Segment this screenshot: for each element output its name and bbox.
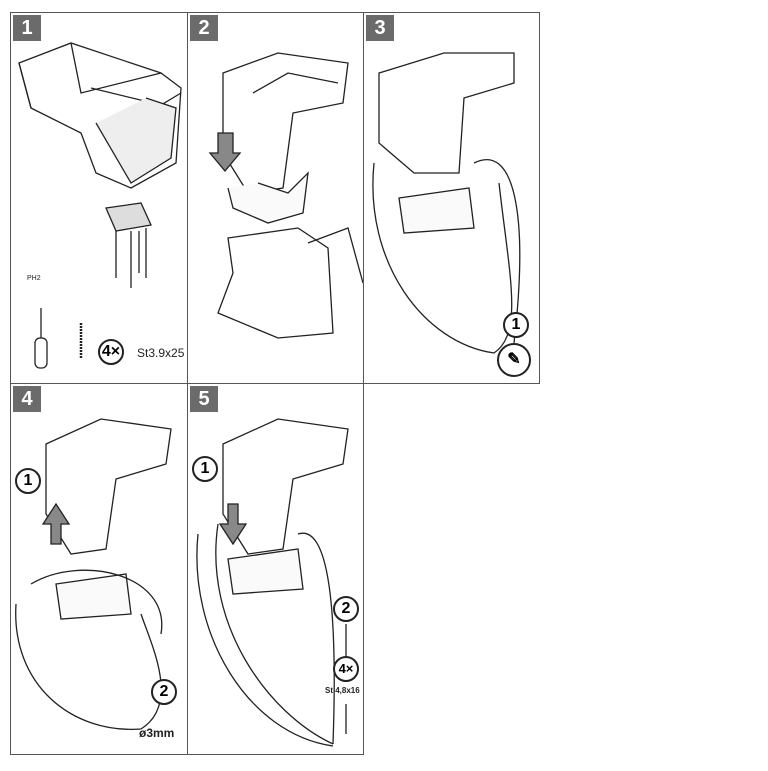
- armrest-mounting-illustration: [18, 42, 182, 369]
- callout-1: 1: [503, 312, 529, 338]
- quantity-badge: 4×: [333, 656, 359, 682]
- step-number: 5: [190, 386, 218, 412]
- screw-spec: St3.9x25: [137, 346, 185, 360]
- tool-label: PH2: [27, 275, 41, 282]
- step-number: 4: [13, 386, 41, 412]
- step-3-panel: 3 1 ✎: [363, 12, 540, 384]
- armrest-lift-illustration: [15, 418, 172, 730]
- quantity-badge: 4×: [98, 339, 124, 365]
- drill-spec: ø3mm: [139, 726, 175, 740]
- drill-icon: ✎: [497, 343, 531, 377]
- armrest-lowering-illustration: [208, 52, 364, 339]
- armrest-final-screw-illustration: [196, 418, 349, 747]
- step-2-panel: 2: [187, 12, 364, 384]
- step-1-panel: 1 PH2 4× St3.9x25: [10, 12, 188, 384]
- callout-2: 2: [333, 596, 359, 622]
- step-number: 2: [190, 15, 218, 41]
- callout-1: 1: [15, 468, 41, 494]
- step-5-panel: 5 1 2 4× St 4,8x16: [187, 383, 364, 755]
- callout-1: 1: [192, 456, 218, 482]
- step-4-panel: 4 1 2 ø3mm: [10, 383, 188, 755]
- step-number: 1: [13, 15, 41, 41]
- screw-spec: St 4,8x16: [325, 686, 360, 695]
- armrest-fixing-illustration: [372, 52, 521, 354]
- callout-2: 2: [151, 679, 177, 705]
- step-number: 3: [366, 15, 394, 41]
